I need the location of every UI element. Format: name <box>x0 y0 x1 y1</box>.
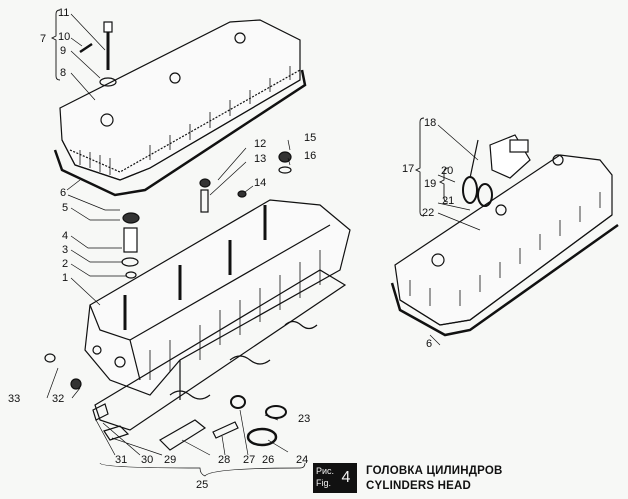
callout-22: 22 <box>422 207 435 219</box>
grouping-brackets <box>50 9 449 217</box>
callout-6-top: 6 <box>60 187 67 199</box>
callout-33: 33 <box>8 393 21 405</box>
figure-title-ru: ГОЛОВКА ЦИЛИНДРОВ <box>366 465 503 477</box>
valve-cover-right <box>390 154 619 337</box>
callout-28: 28 <box>218 454 231 466</box>
callout-2: 2 <box>62 258 69 270</box>
valve-cover-left <box>53 19 307 197</box>
filler-neck-assembly <box>462 134 531 216</box>
callout-30: 30 <box>141 454 154 466</box>
injector-sleeve-parts <box>121 151 292 279</box>
figure-title-en: CYLINDERS HEAD <box>366 480 472 492</box>
callout-12: 12 <box>254 138 267 150</box>
figure-label-ru: Рис. <box>316 466 335 476</box>
cylinder-head <box>84 199 351 400</box>
cover-bolt <box>79 21 117 87</box>
callout-23: 23 <box>298 413 311 425</box>
callout-10: 10 <box>58 31 71 43</box>
callout-8: 8 <box>60 67 67 79</box>
figure-number: 4 <box>335 463 357 493</box>
callout-13: 13 <box>254 153 267 165</box>
callout-20: 20 <box>441 165 454 177</box>
figure-label-box: Рис. Fig. <box>313 463 335 493</box>
callout-26: 26 <box>262 454 275 466</box>
callout-24: 24 <box>296 454 309 466</box>
callout-18: 18 <box>424 117 437 129</box>
callout-32: 32 <box>52 393 65 405</box>
callout-5: 5 <box>62 202 69 214</box>
figure-label-en: Fig. <box>316 478 332 488</box>
head-gasket <box>94 269 347 431</box>
callout-15: 15 <box>304 132 317 144</box>
callout-27: 27 <box>243 454 256 466</box>
callout-3: 3 <box>62 244 69 256</box>
gasket-set-small-parts <box>44 353 287 451</box>
callout-14: 14 <box>254 177 267 189</box>
callout-21: 21 <box>442 195 455 207</box>
callout-1: 1 <box>62 272 69 284</box>
callout-31: 31 <box>115 454 128 466</box>
callout-9: 9 <box>60 45 67 57</box>
callout-29: 29 <box>164 454 177 466</box>
callout-7: 7 <box>40 33 47 45</box>
leader-lines <box>46 13 481 477</box>
callout-6-right: 6 <box>426 338 433 350</box>
callout-17: 17 <box>402 163 415 175</box>
callout-25: 25 <box>196 479 209 491</box>
callout-4: 4 <box>62 230 69 242</box>
callout-11: 11 <box>58 7 70 19</box>
callout-16: 16 <box>304 150 317 162</box>
callout-19: 19 <box>424 178 437 190</box>
